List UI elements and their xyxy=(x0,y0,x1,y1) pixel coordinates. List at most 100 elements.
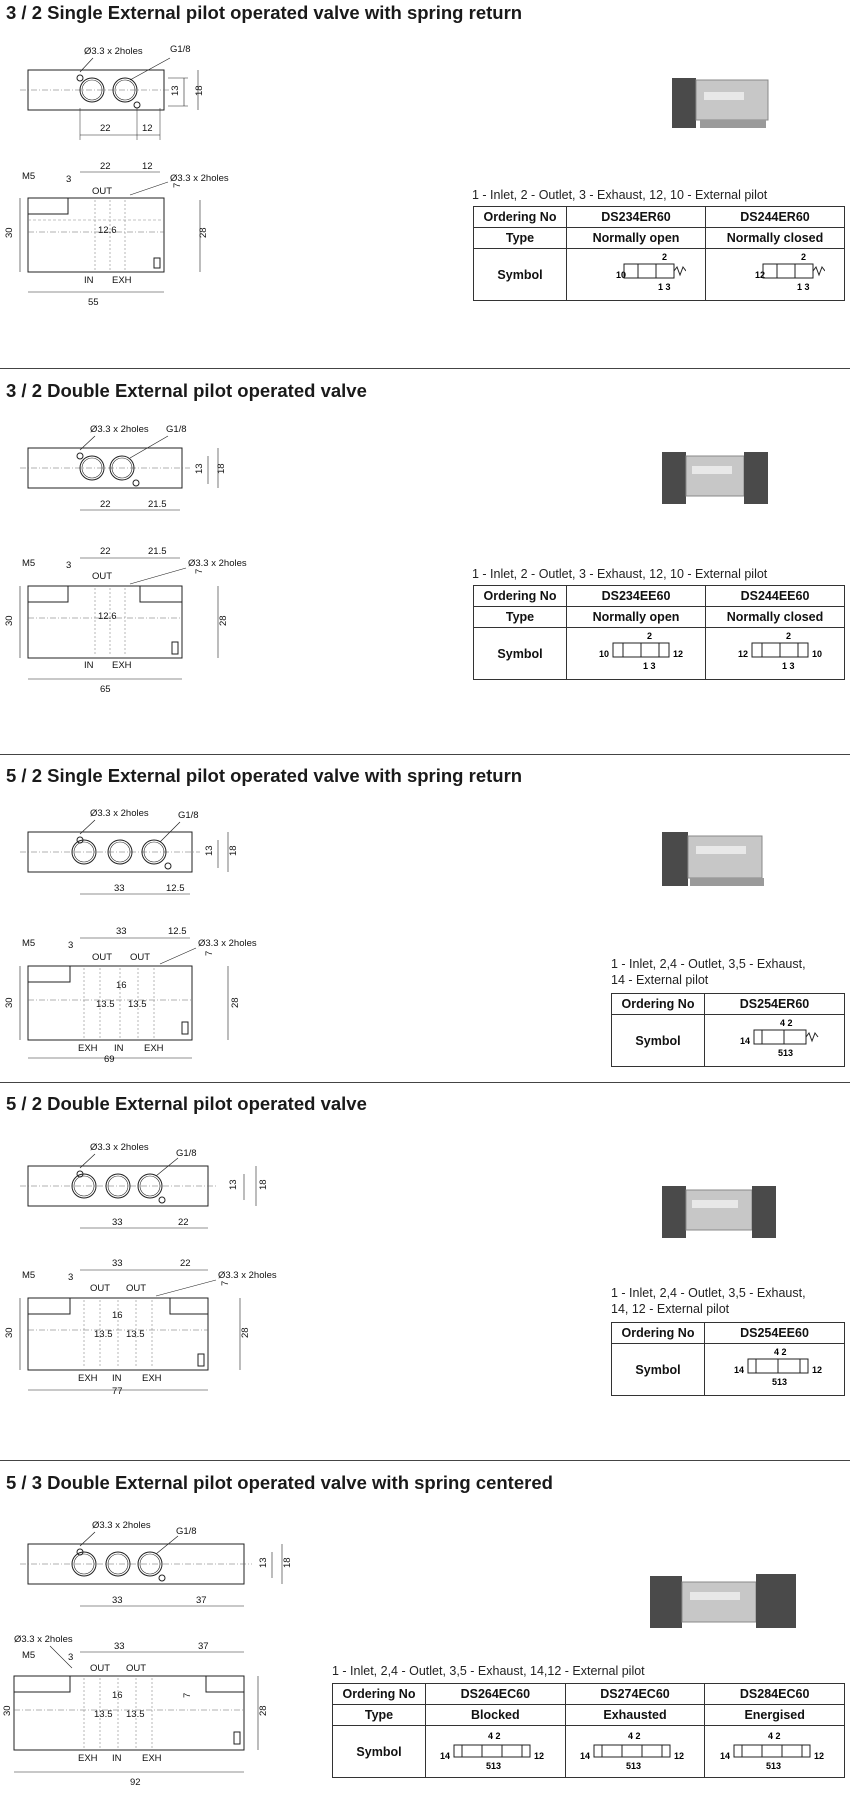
dim-13: 13 xyxy=(204,845,215,856)
dim-7: 7 xyxy=(172,183,183,188)
dim-7: 7 xyxy=(220,1281,231,1286)
svg-text:513: 513 xyxy=(778,1048,793,1058)
ordering-label: Ordering No xyxy=(611,993,705,1015)
dim-7: 7 xyxy=(194,569,205,574)
svg-text:12: 12 xyxy=(738,649,748,659)
svg-text:2: 2 xyxy=(662,252,667,262)
side-view-drawing: M5 3 22 12 Ø3.3 x 2holes OUT 7 30 28 12.… xyxy=(0,160,260,315)
type-label: Type xyxy=(332,1704,426,1726)
svg-text:10: 10 xyxy=(616,270,626,280)
top-view-drawing: Ø3.3 x 2holes G1/8 13 18 33 37 xyxy=(0,1474,300,1619)
dim-3: 3 xyxy=(66,560,71,571)
svg-text:14: 14 xyxy=(740,1036,750,1046)
port-in: IN xyxy=(114,1043,124,1054)
svg-text:14: 14 xyxy=(440,1751,450,1761)
dim-33: 33 xyxy=(112,1217,123,1228)
svg-text:1 3: 1 3 xyxy=(643,661,656,671)
port-in: IN xyxy=(84,660,94,671)
port-exh: EXH xyxy=(112,275,132,286)
valve-photo xyxy=(662,1180,782,1255)
out-label: OUT xyxy=(90,1663,110,1674)
dim-13-5: 13.5 xyxy=(94,1329,113,1340)
svg-text:1 3: 1 3 xyxy=(797,282,810,292)
symbol-label: Symbol xyxy=(473,627,567,680)
symbol-label: Symbol xyxy=(611,1343,705,1396)
valve-photo xyxy=(650,1564,800,1649)
dim-18: 18 xyxy=(194,85,205,96)
width-label: 65 xyxy=(100,684,111,695)
dim-28: 28 xyxy=(218,615,229,626)
dim-22: 22 xyxy=(100,123,111,134)
dim-33: 33 xyxy=(114,1641,125,1652)
svg-text:2: 2 xyxy=(786,631,791,641)
out-label: OUT xyxy=(126,1663,146,1674)
svg-text:2: 2 xyxy=(647,631,652,641)
top-view-drawing: Ø3.3 x 2holes G1/8 13 18 22 21.5 xyxy=(0,380,260,515)
dim-22: 22 xyxy=(180,1258,191,1269)
m5-label: M5 xyxy=(22,938,35,949)
ordering-label: Ordering No xyxy=(611,1322,705,1344)
dim-12-5: 12.5 xyxy=(166,883,185,894)
m5-label: M5 xyxy=(22,1650,35,1661)
dim-center: 16 xyxy=(116,980,127,991)
ordering-label: Ordering No xyxy=(473,206,567,228)
out-label: OUT xyxy=(90,1283,110,1294)
dim-22: 22 xyxy=(178,1217,189,1228)
side-view-drawing: Ø3.3 x 2holes M5 3 33 37 OUT OUT 7 30 28… xyxy=(0,1634,300,1799)
svg-text:513: 513 xyxy=(626,1761,641,1771)
model-cell: DS234ER60 xyxy=(566,206,706,228)
out-label: OUT xyxy=(92,571,112,582)
model-cell: DS254ER60 xyxy=(704,993,845,1015)
section-divider xyxy=(0,1082,850,1083)
type-label: Type xyxy=(473,606,567,628)
legend-line: 1 - Inlet, 2 - Outlet, 3 - Exhaust, 12, … xyxy=(472,188,768,202)
port-in: IN xyxy=(84,275,94,286)
port-label: G1/8 xyxy=(176,1526,197,1537)
dim-13: 13 xyxy=(228,1179,239,1190)
dim-33: 33 xyxy=(114,883,125,894)
dim-30: 30 xyxy=(4,1327,15,1338)
model-cell: DS284EC60 xyxy=(704,1683,845,1705)
dim-30: 30 xyxy=(4,997,15,1008)
top-view-drawing: Ø3.3 x 2holes G1/8 13 18 33 22 xyxy=(0,1094,269,1239)
type-label: Type xyxy=(473,227,567,249)
legend-line: 1 - Inlet, 2,4 - Outlet, 3,5 - Exhaust, xyxy=(611,1286,806,1300)
dim-22: 22 xyxy=(100,546,111,557)
port-exh: EXH xyxy=(78,1043,98,1054)
type-cell: Normally open xyxy=(566,227,706,249)
legend-line: 1 - Inlet, 2,4 - Outlet, 3,5 - Exhaust, xyxy=(611,957,806,971)
ordering-label: Ordering No xyxy=(332,1683,426,1705)
svg-text:10: 10 xyxy=(599,649,609,659)
svg-text:1 3: 1 3 xyxy=(658,282,671,292)
symbol-label: Symbol xyxy=(332,1725,426,1778)
section-title: 3 / 2 Double External pilot operated val… xyxy=(6,380,367,401)
dim-30: 30 xyxy=(4,227,15,238)
svg-text:513: 513 xyxy=(766,1761,781,1771)
port-exh: EXH xyxy=(78,1753,98,1764)
dim-21-5: 21.5 xyxy=(148,499,167,510)
port-legend: 1 - Inlet, 2 - Outlet, 3 - Exhaust, 12, … xyxy=(472,567,767,583)
symbol-label: Symbol xyxy=(473,248,567,301)
port-legend: 1 - Inlet, 2,4 - Outlet, 3,5 - Exhaust, … xyxy=(611,1286,806,1317)
svg-text:14: 14 xyxy=(720,1751,730,1761)
section-title: 3 / 2 Single External pilot operated val… xyxy=(6,2,523,23)
ordering-label: Ordering No xyxy=(473,585,567,607)
hole-label: Ø3.3 x 2holes xyxy=(84,46,143,57)
dim-22: 22 xyxy=(100,499,111,510)
dim-center: 12.6 xyxy=(98,611,117,622)
m5-label: M5 xyxy=(22,1270,35,1281)
dim-12: 12 xyxy=(142,123,153,134)
port-label: G1/8 xyxy=(176,1148,197,1159)
out-label: OUT xyxy=(92,952,112,963)
hole-label: Ø3.3 x 2holes xyxy=(14,1634,73,1645)
hole-label: Ø3.3 x 2holes xyxy=(90,424,149,435)
svg-text:513: 513 xyxy=(772,1377,787,1387)
port-exh: EXH xyxy=(112,660,132,671)
hole-label: Ø3.3 x 2holes xyxy=(198,938,257,949)
port-in: IN xyxy=(112,1753,122,1764)
width-label: 69 xyxy=(104,1054,115,1065)
svg-text:12: 12 xyxy=(812,1365,822,1375)
dim-13-5: 13.5 xyxy=(94,1709,113,1720)
type-cell: Normally open xyxy=(566,606,706,628)
